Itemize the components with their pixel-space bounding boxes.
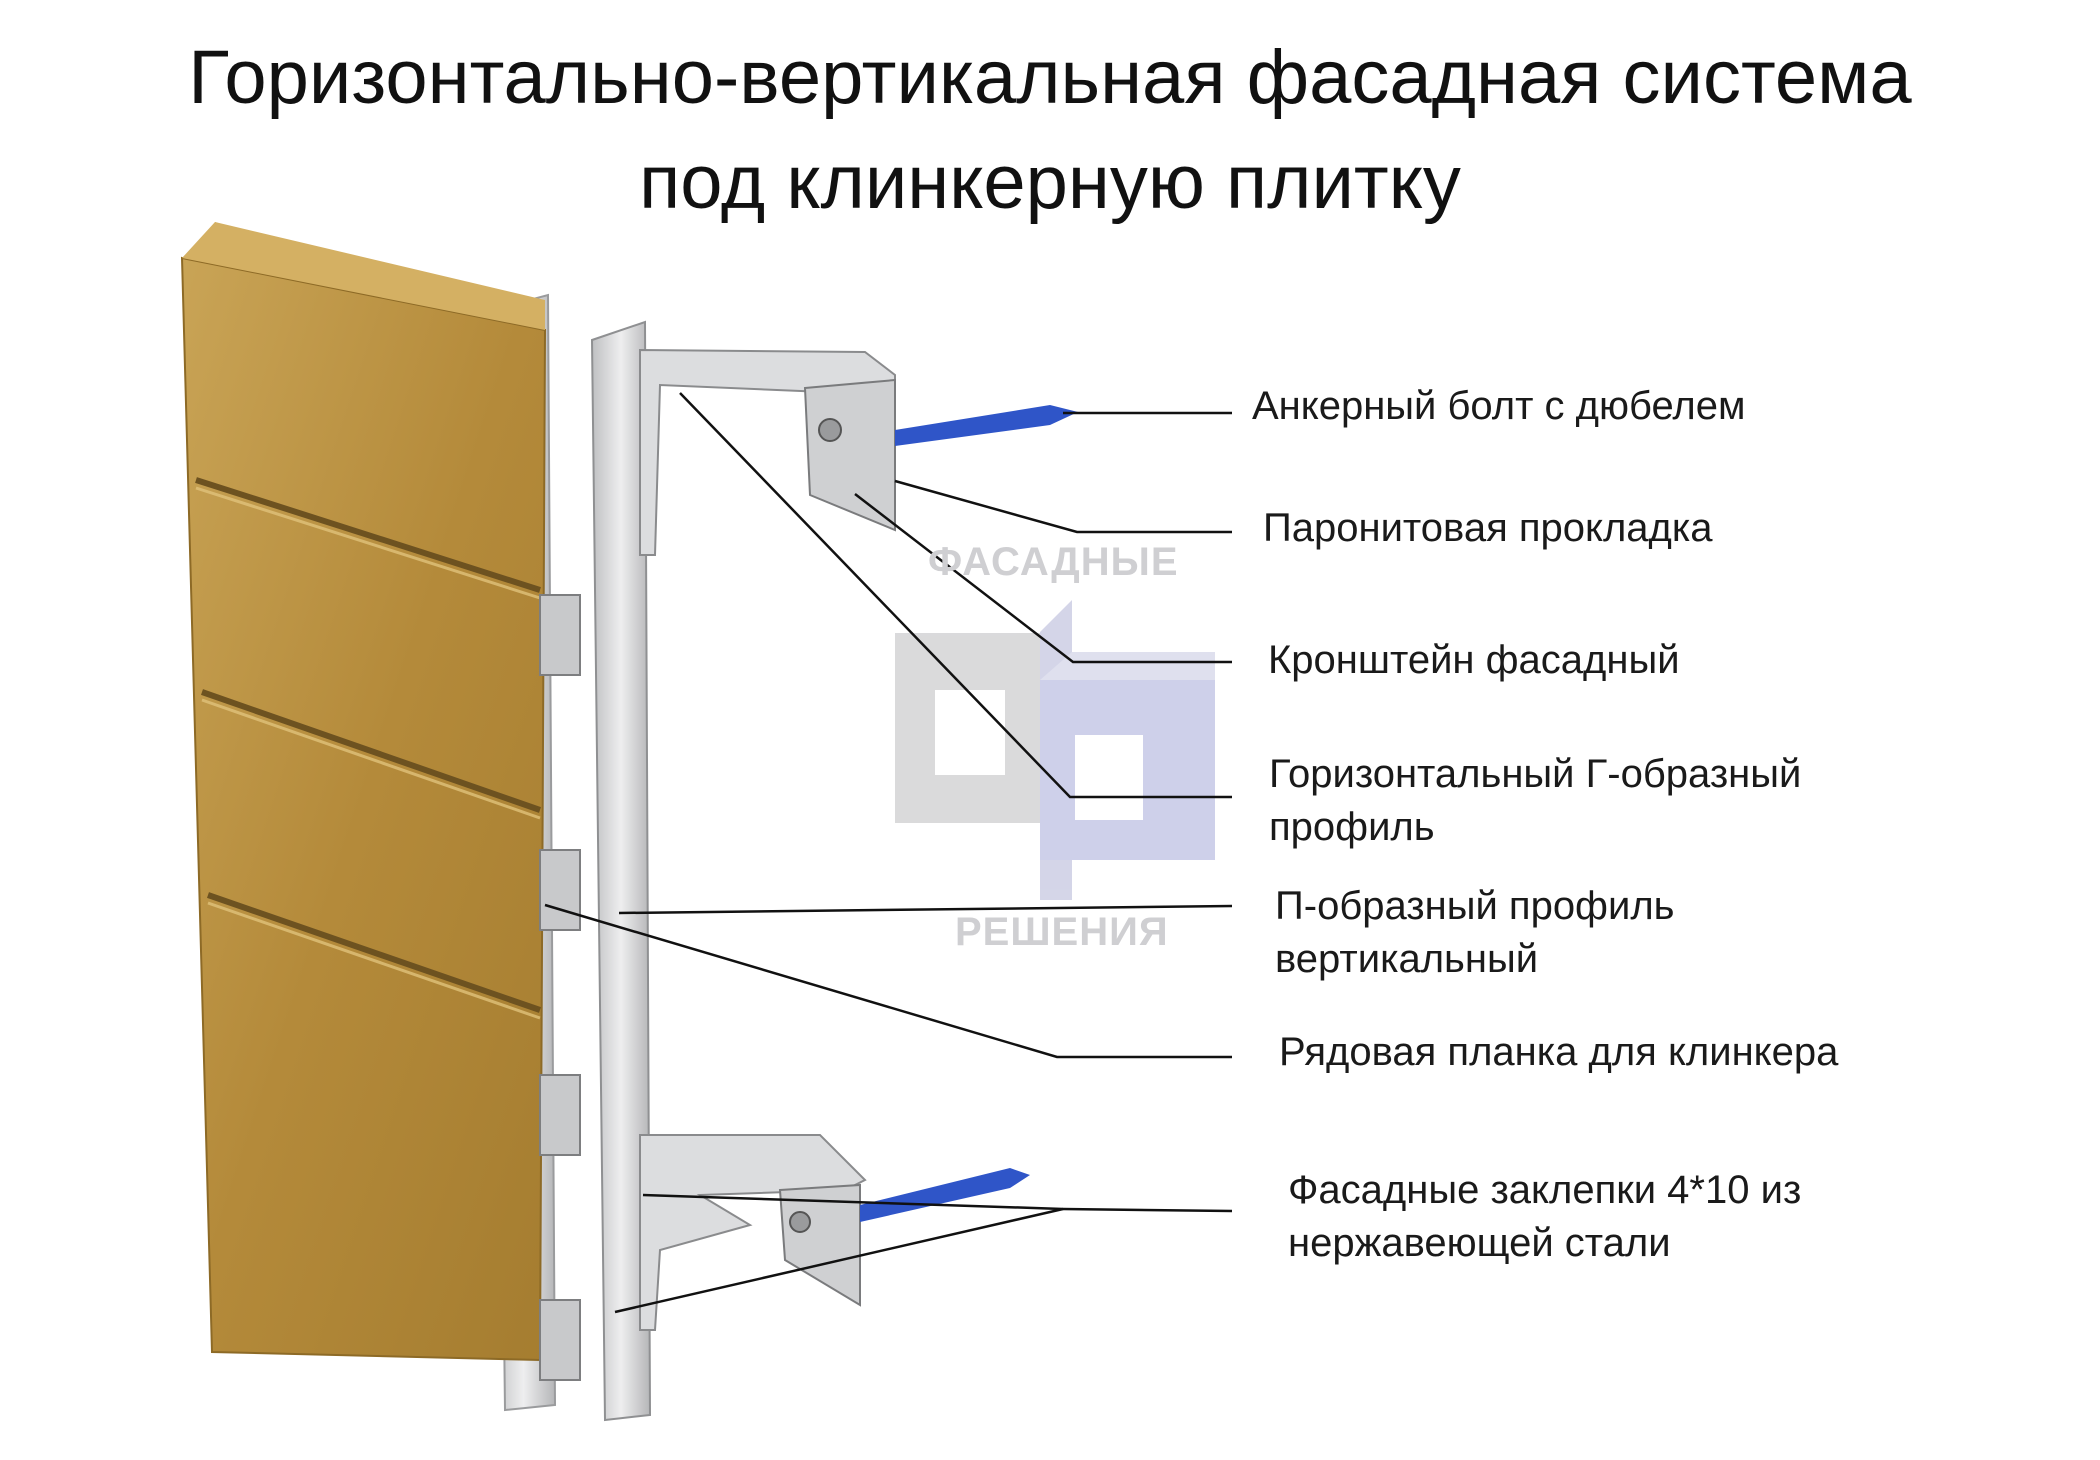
label-anchor-bolt: Анкерный болт с дюбелем <box>1252 380 1745 433</box>
label-clinker-row-strip: Рядовая планка для клинкера <box>1279 1026 1838 1079</box>
label-paronite-gasket: Паронитовая прокладка <box>1263 502 1713 555</box>
label-line: вертикальный <box>1275 937 1539 981</box>
leader-paronite-gasket <box>894 479 1232 534</box>
diagram-title-line-2: под клинкерную плитку <box>639 140 1461 225</box>
row-strips <box>539 594 581 1381</box>
leader-vertical-profile <box>618 904 1233 915</box>
label-facade-bracket: Кронштейн фасадный <box>1268 634 1680 687</box>
leader-lines <box>544 392 1233 1314</box>
clinker-panel <box>180 222 547 1362</box>
label-facade-rivets: Фасадные заклепки 4*10 из нержавеющей ста… <box>1288 1164 1801 1270</box>
label-line: Рядовая планка для клинкера <box>1279 1030 1839 1074</box>
label-line: Фасадные заклепки 4*10 из <box>1288 1168 1802 1212</box>
vertical-p-profile <box>590 320 652 1422</box>
label-line: Паронитовая прокладка <box>1263 506 1713 550</box>
watermark-text-bottom: РЕШЕНИЯ <box>955 910 1169 954</box>
bottom-bracket <box>639 1134 1030 1331</box>
leader-rivets-2 <box>614 1207 1064 1314</box>
top-bracket <box>639 348 1078 556</box>
label-line: Горизонтальный Г-образный <box>1269 752 1802 796</box>
watermark-text-top: ФАСАДНЫЕ <box>928 540 1179 584</box>
label-line: П-образный профиль <box>1275 884 1675 928</box>
bottom-dowel <box>860 1168 1030 1222</box>
label-line: Кронштейн фасадный <box>1268 638 1680 682</box>
leader-horizontal-profile <box>679 392 1232 799</box>
label-line: Анкерный болт с дюбелем <box>1252 384 1746 428</box>
diagram-title-line-1: Горизонтально-вертикальная фасадная сист… <box>188 35 1912 120</box>
top-dowel <box>895 405 1078 446</box>
label-vertical-p-profile: П-образный профиль вертикальный <box>1275 880 1675 986</box>
watermark-logo <box>895 600 1215 900</box>
label-line: нержавеющей стали <box>1288 1221 1671 1265</box>
leader-facade-bracket <box>854 493 1232 664</box>
label-line: профиль <box>1269 805 1435 849</box>
leader-row-strip <box>544 903 1232 1059</box>
label-horizontal-l-profile: Горизонтальный Г-образный профиль <box>1269 748 1801 854</box>
